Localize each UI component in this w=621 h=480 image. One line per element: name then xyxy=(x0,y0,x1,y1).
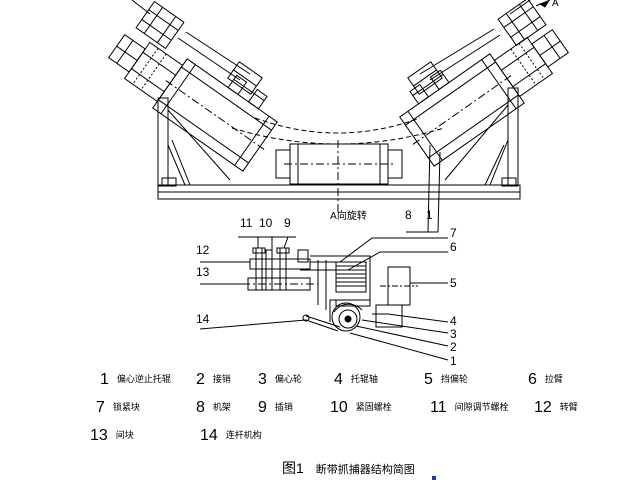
left-post xyxy=(157,97,169,187)
arrow-letter: A xyxy=(552,0,559,9)
left-idler xyxy=(107,34,278,172)
right-lock-bolts xyxy=(407,61,443,95)
right-post xyxy=(507,87,519,187)
callout-8: 8 xyxy=(405,208,412,222)
left-lock-bolts xyxy=(227,61,263,95)
figure-title: 断带抓捕器结构简图 xyxy=(315,463,415,476)
right-idler xyxy=(399,29,570,167)
side-view xyxy=(199,236,449,361)
spring-housing xyxy=(335,261,367,293)
callout-3: 3 xyxy=(450,327,457,341)
eccentric-wheel xyxy=(331,302,361,332)
callout-6: 6 xyxy=(450,240,457,254)
callout-14: 14 xyxy=(196,312,210,326)
right-catcher-head xyxy=(497,0,547,47)
callout-5: 5 xyxy=(450,276,457,290)
marker-dot xyxy=(432,476,436,480)
callout-12: 12 xyxy=(196,243,210,257)
callout-1-top: 1 xyxy=(426,208,433,222)
callout-10: 10 xyxy=(259,216,273,230)
callout-1-side: 1 xyxy=(450,354,457,368)
figure-number: 图1 xyxy=(282,460,304,476)
callout-13: 13 xyxy=(196,265,210,279)
left-catcher-head xyxy=(135,0,185,50)
callout-4: 4 xyxy=(450,314,457,328)
callout-7: 7 xyxy=(450,226,457,240)
figure-caption: 图1 断带抓捕器结构简图 xyxy=(282,458,415,478)
view-label: A向旋转 xyxy=(330,209,367,222)
top-view xyxy=(107,0,570,233)
callout-11: 11 xyxy=(240,216,253,230)
callout-2: 2 xyxy=(450,340,457,354)
callout-9: 9 xyxy=(284,216,291,230)
